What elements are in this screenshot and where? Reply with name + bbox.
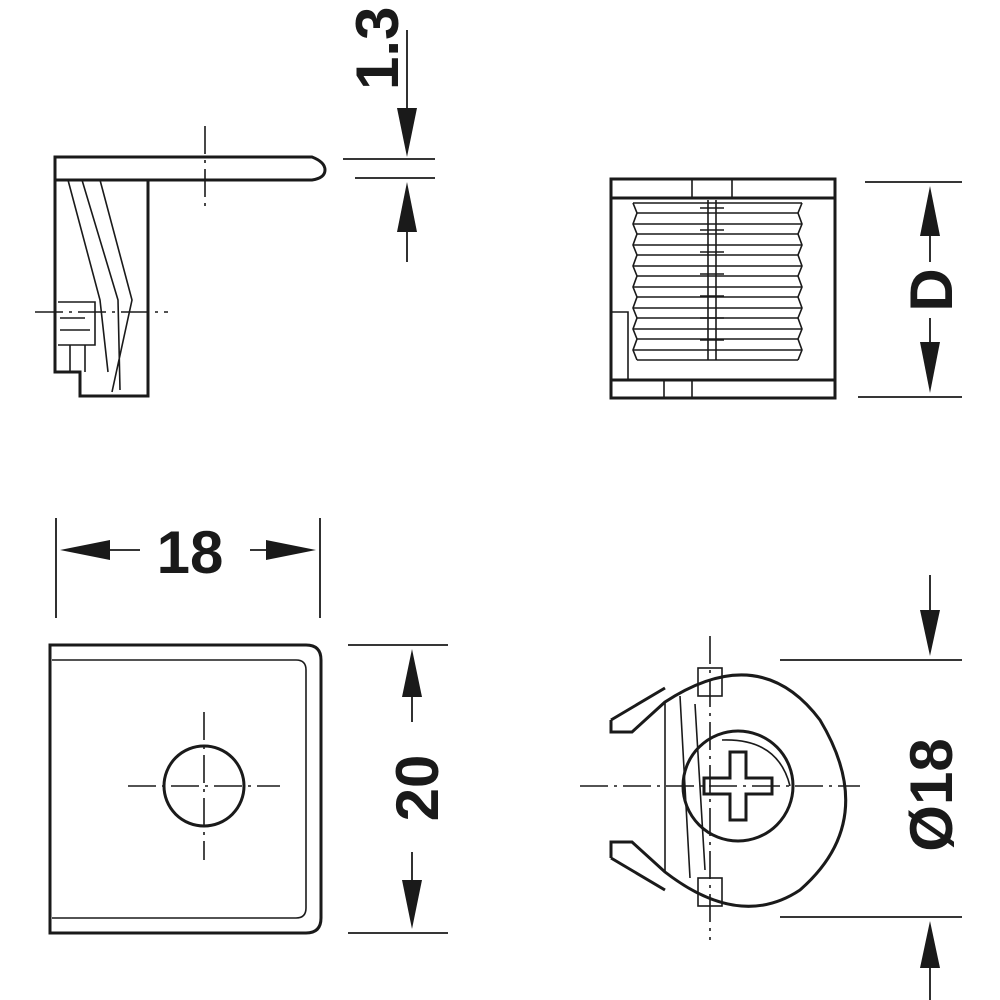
depth-label: D: [898, 268, 965, 311]
width-label: 18: [157, 519, 224, 586]
width-dimension: 18: [55, 518, 321, 618]
diameter-dimension: Ø18: [780, 575, 965, 1000]
thickness-label: 1.3: [344, 7, 411, 90]
side-view: [35, 126, 327, 398]
thread-ridges: [632, 200, 803, 361]
thickness-dimension: 1.3: [343, 7, 435, 262]
cross-slot: [702, 750, 774, 822]
height-label: 20: [384, 755, 451, 822]
top-view: [48, 643, 323, 935]
depth-dimension: D: [858, 181, 965, 398]
height-dimension: 20: [348, 644, 451, 934]
cam-view: [580, 636, 860, 940]
front-view: [609, 177, 837, 400]
diameter-label: Ø18: [898, 738, 965, 851]
